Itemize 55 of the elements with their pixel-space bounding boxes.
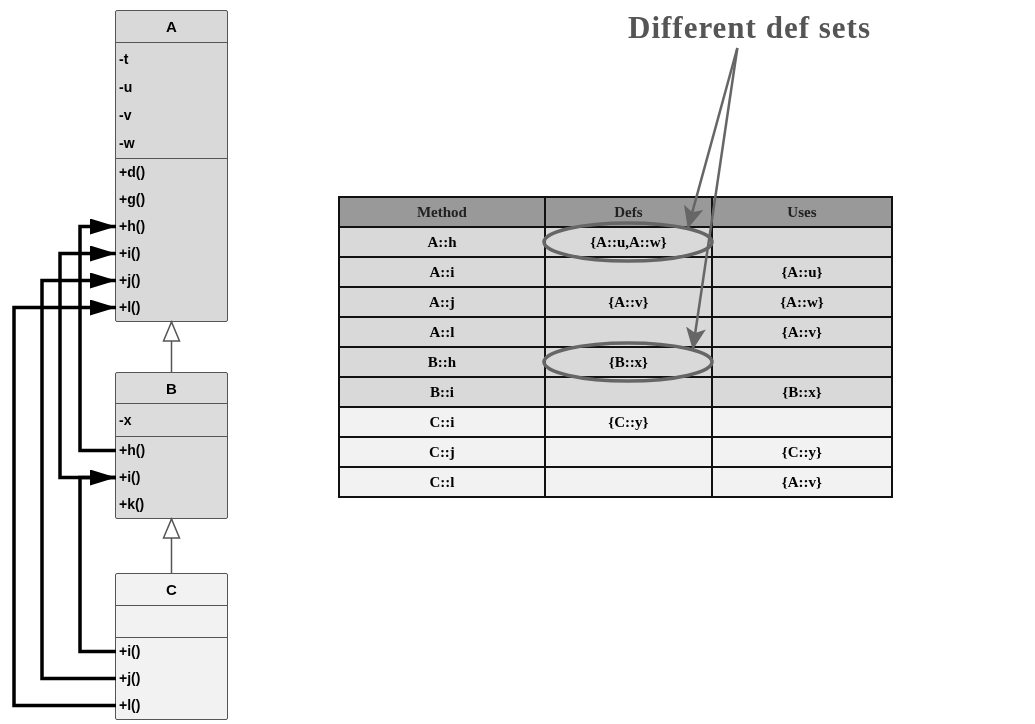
use-set: {A::w} [780, 293, 824, 310]
method-name: A::i [429, 263, 455, 280]
use-set: {B::x} [782, 383, 822, 400]
column-header: Method [416, 203, 467, 220]
inheritance-arrow [162, 518, 181, 574]
attribute-name: -w [119, 134, 136, 153]
use-set: {A::v} [781, 473, 822, 490]
attribute-name: -v [119, 106, 133, 125]
def-set: {B::x} [608, 353, 649, 371]
method-name: A::j [429, 293, 455, 310]
method-name: C::l [429, 473, 455, 490]
inheritance-arrow [162, 321, 181, 373]
def-set: {A::u,A::w} [590, 233, 667, 251]
method-name: C::i [429, 413, 455, 430]
arrow [686, 47, 739, 350]
class-name: B [116, 373, 227, 404]
def-set: {A::v} [608, 293, 649, 310]
method-name: +l() [116, 294, 227, 321]
method-name: +g() [116, 186, 227, 213]
class-box [115, 573, 228, 720]
method-name: B::h [427, 353, 457, 370]
use-set: {A::u} [781, 263, 823, 280]
use-set: {A::v} [781, 323, 822, 340]
method-name: +i() [116, 638, 227, 665]
method-name: A::l [429, 323, 455, 340]
callout-title: Different def sets [628, 10, 871, 46]
class-name: A [116, 11, 227, 43]
arrow [40, 272, 116, 681]
class-name: C [116, 574, 227, 606]
arrow [58, 245, 116, 480]
method-name: B::i [429, 383, 455, 400]
attribute-name: -u [119, 78, 134, 97]
method-name: +i() [116, 464, 227, 491]
class-box [115, 10, 228, 322]
def-set: {C::y} [608, 413, 649, 430]
method-name: C::j [429, 443, 455, 460]
method-name: +j() [116, 267, 227, 294]
method-name: A::h [427, 233, 457, 250]
column-header: Defs [614, 203, 643, 220]
method-name: +l() [116, 692, 227, 719]
method-name: +h() [116, 437, 227, 464]
use-set: {C::y} [781, 443, 822, 460]
attribute-name: -t [119, 50, 130, 69]
method-name: +j() [116, 665, 227, 692]
method-name: +k() [116, 491, 227, 518]
arrow [12, 299, 116, 708]
method-name: +d() [116, 159, 227, 186]
class-box [115, 372, 228, 519]
method-name: +h() [116, 213, 227, 240]
arrow [78, 469, 116, 654]
method-name: +i() [116, 240, 227, 267]
attribute-name: -x [119, 411, 133, 430]
arrow [78, 218, 116, 453]
arrow [683, 47, 739, 229]
column-header: Uses [787, 203, 817, 220]
